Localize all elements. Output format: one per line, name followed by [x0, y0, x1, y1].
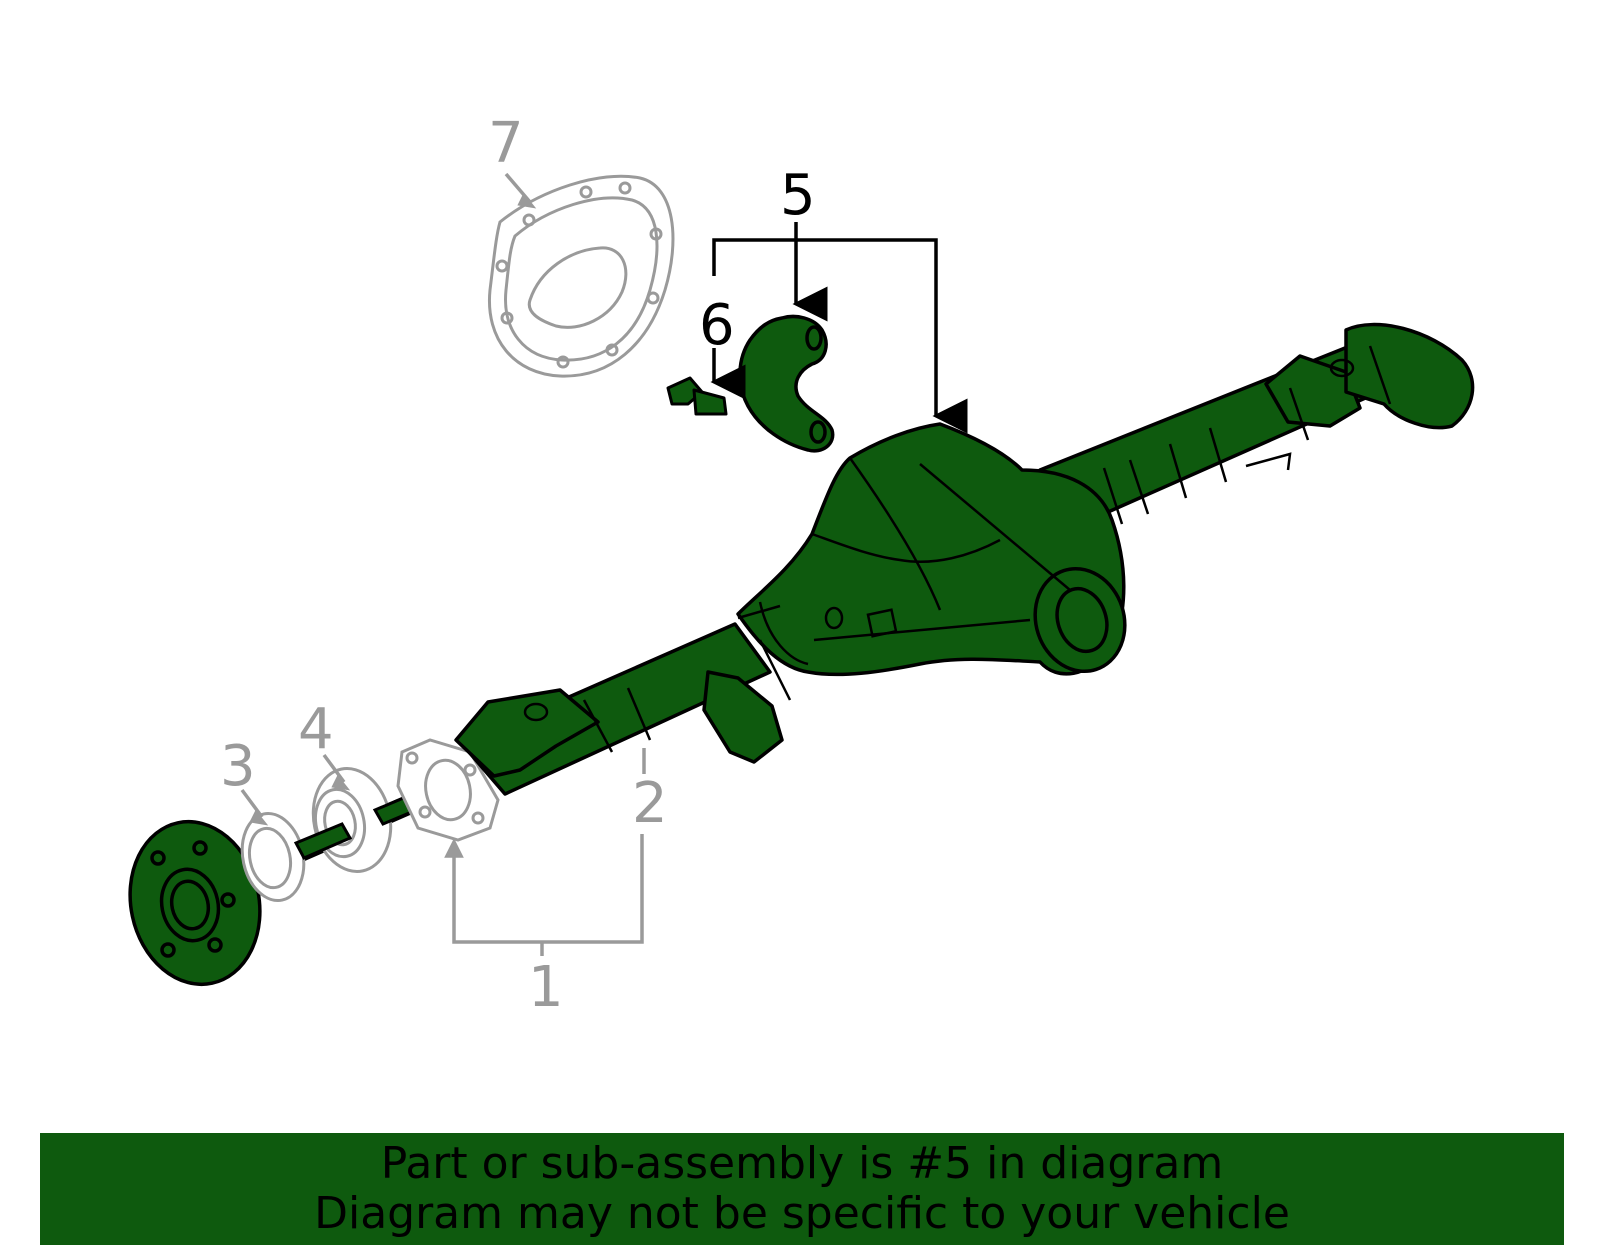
callout-leaders-inactive [240, 172, 646, 956]
bearing-cap-part-5 [738, 314, 835, 453]
callout-leaders-active [710, 222, 968, 434]
differential-cover-part-7 [487, 174, 675, 378]
callout-2: 2 [632, 771, 668, 836]
banner-line-disclaimer: Diagram may not be specific to your vehi… [314, 1188, 1290, 1239]
info-banner: Part or sub-assembly is #5 in diagram Di… [40, 1133, 1564, 1245]
axle-housing-part-5 [454, 322, 1475, 796]
callout-1: 1 [528, 955, 564, 1020]
callout-5: 5 [780, 163, 816, 228]
callout-4: 4 [298, 697, 334, 762]
retainer-plate-part-2 [396, 738, 500, 842]
banner-line-part-number: Part or sub-assembly is #5 in diagram [380, 1138, 1224, 1189]
callout-7: 7 [488, 111, 524, 176]
bolt-part-6 [666, 376, 728, 416]
housing-detail-lines [523, 345, 1392, 753]
callout-3: 3 [220, 734, 256, 799]
seal-part-3 [240, 812, 306, 902]
callout-6: 6 [699, 293, 735, 358]
